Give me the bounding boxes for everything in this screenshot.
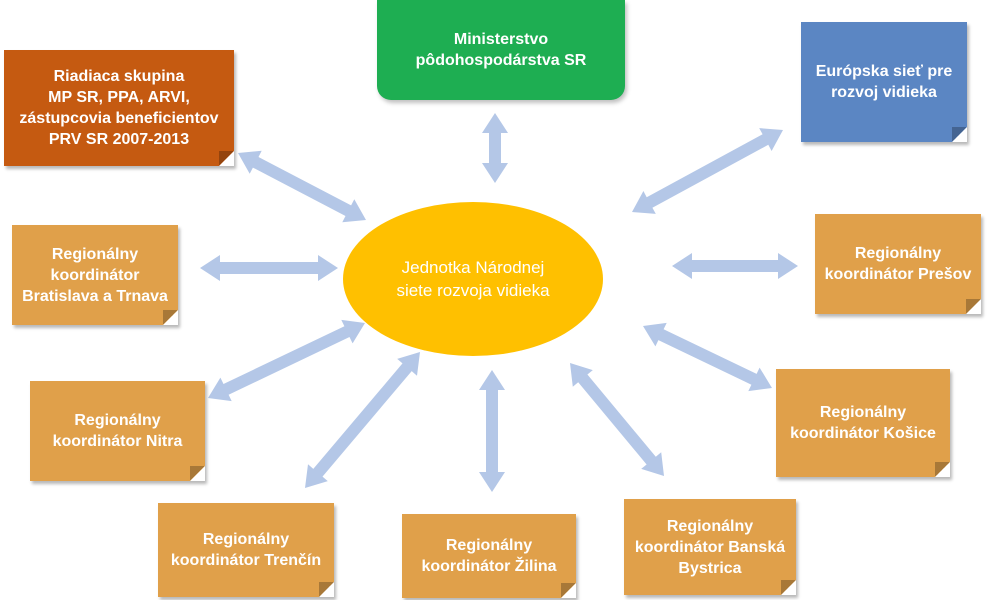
arrow-nitra <box>208 319 365 402</box>
coordinator-zilina-label: Regionálny koordinátor Žilina <box>421 537 557 575</box>
arrow-ba_tt <box>200 255 338 281</box>
coordinator-presov-box: Regionálny koordinátor Prešov <box>815 214 981 314</box>
arrow-banska <box>570 363 664 476</box>
ministry-label: Ministerstvo pôdohospodárstva SR <box>415 31 587 69</box>
steering-group-label: Riadiaca skupina MP SR, PPA, ARVI, zástu… <box>19 68 219 148</box>
arrow-kosice <box>643 322 772 392</box>
coordinator-kosice-box: Regionálny koordinátor Košice <box>776 369 950 477</box>
european-network-box: Európska sieť pre rozvoj vidieka <box>801 22 967 142</box>
arrow-trencin <box>305 352 420 488</box>
european-network-label: Európska sieť pre rozvoj vidieka <box>815 63 953 101</box>
arrow-presov <box>672 253 798 279</box>
coordinator-bratislava-trnava-label: Regionálny koordinátor Bratislava a Trna… <box>22 245 168 305</box>
coordinator-nitra-box: Regionálny koordinátor Nitra <box>30 381 205 481</box>
central-unit-ellipse: Jednotka Národnej siete rozvoja vidieka <box>343 202 603 356</box>
arrow-ministry <box>482 113 508 183</box>
steering-group-box: Riadiaca skupina MP SR, PPA, ARVI, zástu… <box>4 50 234 166</box>
coordinator-zilina-box: Regionálny koordinátor Žilina <box>402 514 576 598</box>
ministry-box: Ministerstvo pôdohospodárstva SR <box>377 0 625 100</box>
arrow-zilina <box>479 370 505 492</box>
coordinator-nitra-label: Regionálny koordinátor Nitra <box>52 412 183 450</box>
coordinator-presov-label: Regionálny koordinátor Prešov <box>824 245 972 283</box>
coordinator-trencin-label: Regionálny koordinátor Trenčín <box>170 531 322 569</box>
coordinator-trencin-box: Regionálny koordinátor Trenčín <box>158 503 334 597</box>
coordinator-banska-bystrica-label: Regionálny koordinátor Banská Bystrica <box>634 517 786 577</box>
coordinator-bratislava-trnava-box: Regionálny koordinátor Bratislava a Trna… <box>12 225 178 325</box>
arrow-steering <box>238 150 366 223</box>
arrow-european <box>632 128 783 214</box>
coordinator-banska-bystrica-box: Regionálny koordinátor Banská Bystrica <box>624 499 796 595</box>
central-unit-label: Jednotka Národnej siete rozvoja vidieka <box>396 258 550 300</box>
coordinator-kosice-label: Regionálny koordinátor Košice <box>790 404 936 442</box>
